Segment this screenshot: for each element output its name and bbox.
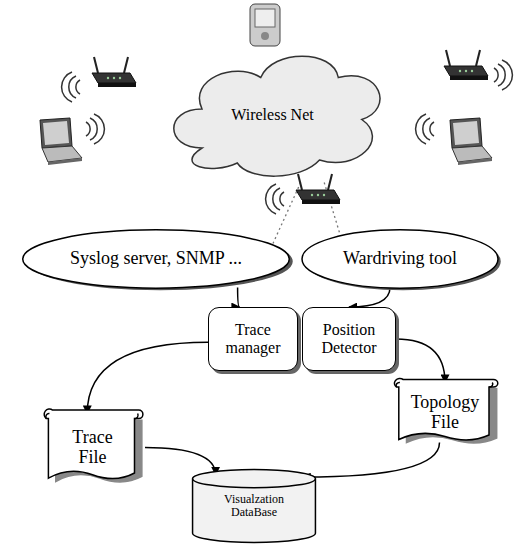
flow-arrow: [145, 448, 216, 475]
flow-arrow: [303, 443, 440, 478]
scroll-curl: [135, 414, 139, 419]
node-label: Trace File: [63, 428, 123, 468]
laptop: [416, 114, 492, 165]
node-label: Syslog server, SNMP ...: [70, 249, 242, 269]
flow-arrow: [87, 342, 208, 413]
node-label: Topology File: [404, 393, 486, 433]
node-text: Trace File: [63, 428, 123, 468]
laptop: [40, 114, 104, 165]
file-document: Trace File: [40, 405, 145, 490]
source-ellipse: Wardriving tool: [300, 228, 500, 290]
flow-arrow: [349, 288, 390, 307]
node-label: Trace manager: [217, 321, 289, 356]
scroll-curl: [396, 382, 400, 387]
scroll-curl: [489, 383, 493, 388]
scroll-shape: [394, 379, 497, 440]
node-label: Wireless Net: [231, 106, 313, 124]
flow-arrow: [238, 288, 240, 307]
node-text: Position Detector: [311, 321, 387, 356]
node-text: Syslog server, SNMP ...: [70, 249, 242, 269]
database-cylinder: Visualzation DataBase: [190, 468, 318, 544]
access-point: [62, 57, 136, 102]
node-text: Wardriving tool: [343, 249, 457, 269]
network-cloud: Wireless Net: [155, 40, 390, 190]
node-text: Trace manager: [217, 321, 289, 356]
node-label: Position Detector: [311, 321, 387, 356]
pda-device: [250, 4, 280, 46]
cylinder-rim: [193, 479, 316, 488]
source-ellipse: Syslog server, SNMP ...: [20, 228, 292, 290]
ellipse-shape: [23, 230, 290, 288]
node-text: Topology File: [404, 393, 486, 433]
scroll-shape: [44, 409, 143, 479]
flow-arrow: [396, 339, 445, 383]
node-text: Wireless Net: [231, 106, 313, 124]
cloud-shape: [174, 56, 380, 176]
node-text: Visualzation DataBase: [209, 493, 299, 519]
file-document: Topology File: [390, 375, 500, 450]
process-box: Trace manager: [208, 307, 298, 371]
access-point: [444, 50, 512, 90]
node-label: Visualzation DataBase: [209, 493, 299, 519]
scroll-curl: [46, 413, 50, 418]
node-label: Wardriving tool: [343, 249, 457, 269]
process-box: Position Detector: [302, 307, 396, 371]
cylinder-body: [193, 470, 316, 543]
access-point: [266, 174, 340, 214]
ellipse-shape: [302, 230, 498, 288]
